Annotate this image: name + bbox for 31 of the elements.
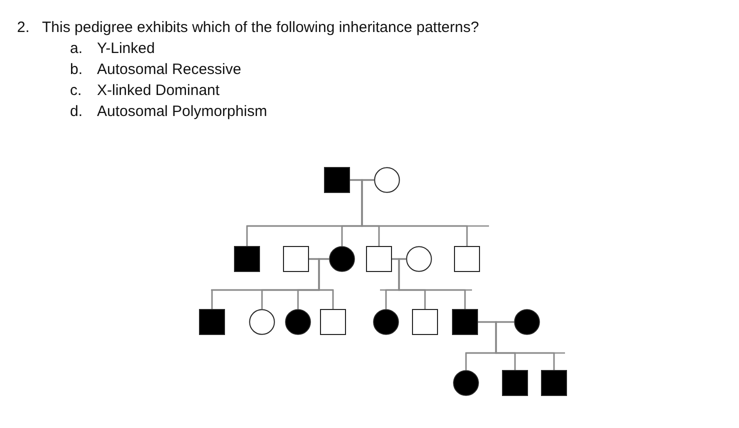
unaffected-female-circle <box>374 167 400 193</box>
affected-female-circle <box>514 309 540 335</box>
option-letter: d. <box>70 103 83 121</box>
affected-male-square <box>199 309 225 335</box>
unaffected-female-circle <box>249 309 275 335</box>
affected-female-circle <box>285 309 311 335</box>
descent-line <box>495 321 555 370</box>
affected-female-circle <box>453 370 479 396</box>
unaffected-female-circle <box>406 246 432 272</box>
option-text: Autosomal Recessive <box>97 61 242 79</box>
unaffected-male-square <box>454 246 480 272</box>
descent-line <box>318 258 334 309</box>
affected-male-square <box>541 370 567 396</box>
option-text: Y-Linked <box>97 40 155 58</box>
option-letter: b. <box>70 61 83 79</box>
unaffected-male-square <box>320 309 346 335</box>
unaffected-male-square <box>366 246 392 272</box>
affected-male-square <box>324 167 350 193</box>
question-number: 2. <box>17 19 30 37</box>
affected-female-circle <box>329 246 355 272</box>
unaffected-male-square <box>283 246 309 272</box>
unaffected-male-square <box>412 309 438 335</box>
option-letter: a. <box>70 40 83 58</box>
affected-male-square <box>234 246 260 272</box>
affected-male-square <box>452 309 478 335</box>
option-letter: c. <box>70 82 82 100</box>
affected-female-circle <box>373 309 399 335</box>
question-text: This pedigree exhibits which of the following inheritance patterns? <box>42 19 479 37</box>
option-text: X-linked Dominant <box>97 82 220 100</box>
option-text: Autosomal Polymorphism <box>97 103 268 121</box>
affected-male-square <box>502 370 528 396</box>
